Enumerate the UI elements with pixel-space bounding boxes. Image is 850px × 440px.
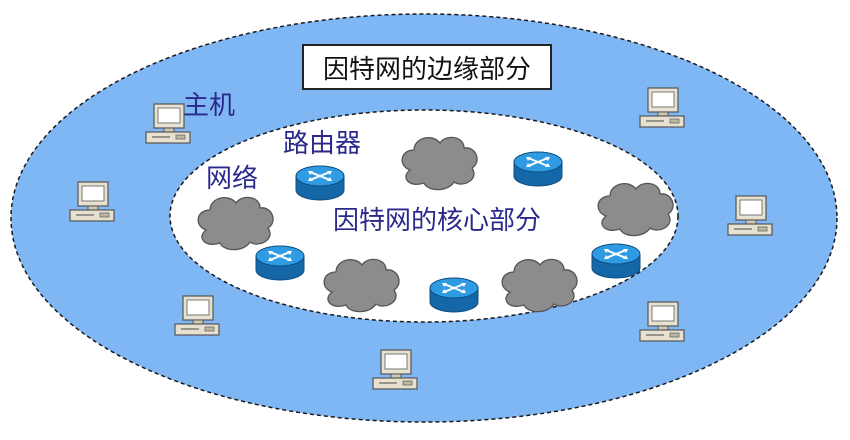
core-title: 因特网的核心部分 <box>333 206 542 236</box>
router-label: 路由器 <box>283 129 362 159</box>
router-icon <box>295 165 345 201</box>
router-icon <box>591 243 641 279</box>
host-label: 主机 <box>183 91 236 121</box>
edge-title: 因特网的边缘部分 <box>302 44 552 90</box>
network-label: 网络 <box>206 164 259 194</box>
router-icon <box>255 245 305 281</box>
router-icon <box>429 277 479 313</box>
router-icon <box>513 151 563 187</box>
